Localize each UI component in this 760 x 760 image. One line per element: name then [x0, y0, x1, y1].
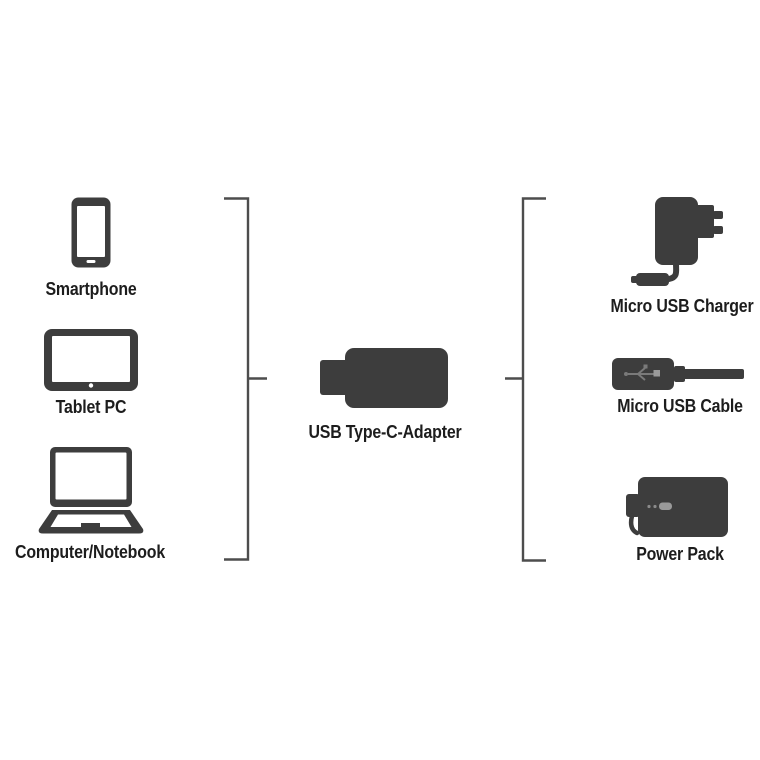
micro-usb-charger-label: Micro USB Charger	[610, 295, 754, 316]
left-bracket	[224, 197, 267, 561]
micro-usb-cable-icon	[612, 358, 744, 390]
laptop-icon	[38, 447, 144, 534]
smartphone-label: Smartphone	[45, 278, 137, 299]
micro-usb-charger-icon	[631, 197, 723, 286]
tablet-pc-icon	[44, 329, 138, 391]
smartphone-icon	[71, 197, 111, 268]
laptop-label: Computer/Notebook	[15, 541, 165, 562]
usb-type-c-adapter-label: USB Type-C-Adapter	[308, 421, 462, 442]
power-pack-icon	[626, 477, 728, 537]
tablet-pc-label: Tablet PC	[55, 396, 127, 417]
micro-usb-cable-label: Micro USB Cable	[617, 395, 743, 416]
right-bracket	[505, 197, 546, 562]
usb-type-c-adapter-icon	[320, 348, 448, 408]
power-pack-label: Power Pack	[636, 543, 724, 564]
